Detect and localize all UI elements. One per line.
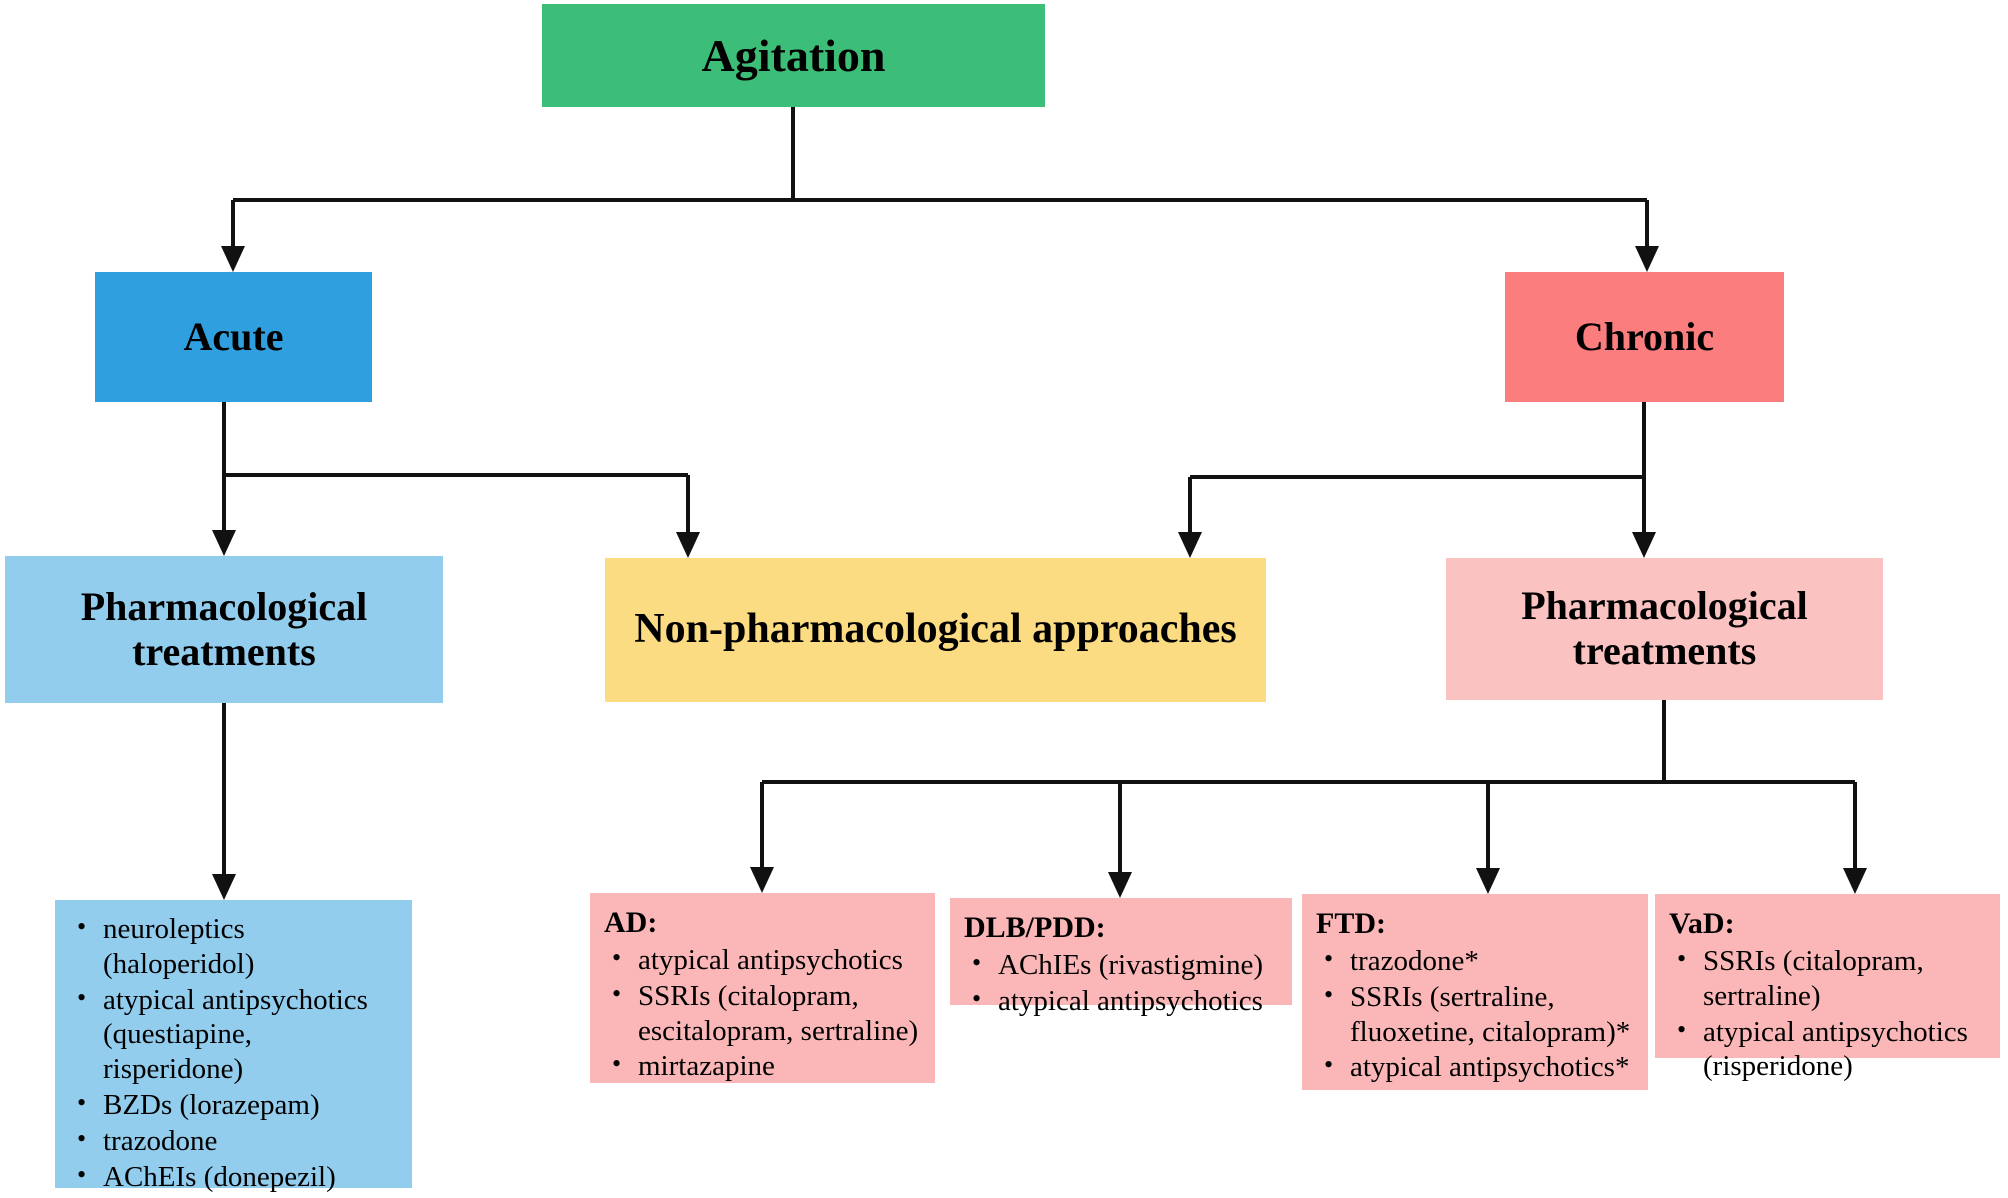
list-item: trazodone* [1324, 943, 1634, 979]
list-item: trazodone [77, 1123, 398, 1159]
arrowhead-ftd [1476, 868, 1500, 894]
list-acute-treatments[interactable]: neuroleptics (haloperidol)atypical antip… [55, 900, 412, 1193]
list-item: neuroleptics (haloperidol) [77, 911, 398, 982]
arrowhead-acute-pharm [212, 530, 236, 556]
arrowhead-ad [750, 867, 774, 893]
list-item: atypical antipsychotics (risperidone) [1677, 1014, 1986, 1085]
list-item: atypical antipsychotics [972, 983, 1278, 1019]
dlb-pdd-items: AChIEs (rivastigmine)atypical antipsycho… [964, 947, 1278, 1019]
node-chronic-pharmacological-treatments[interactable]: Pharmacological treatments [1446, 558, 1883, 700]
list-item: atypical antipsychotics [612, 942, 921, 978]
node-chronic-label: Chronic [1574, 313, 1715, 359]
node-non-pharmacological-approaches[interactable]: Non-pharmacological approaches [605, 558, 1266, 702]
list-item: atypical antipsychotics (questiapine, ri… [77, 982, 398, 1087]
arrowhead-chronic [1635, 246, 1659, 272]
vad-header: VaD: [1669, 907, 1735, 940]
list-item: BZDs (lorazepam) [77, 1087, 398, 1123]
list-item: SSRIs (citalopram, escitalopram, sertral… [612, 978, 921, 1049]
arrowhead-acute-list [212, 874, 236, 900]
acute-treatments-items: neuroleptics (haloperidol)atypical antip… [69, 911, 398, 1195]
list-item: AChIEs (rivastigmine) [972, 947, 1278, 983]
list-item: mirtazapine [612, 1048, 921, 1084]
node-agitation-label: Agitation [701, 29, 886, 81]
list-item: atypical antipsychotics* [1324, 1049, 1634, 1085]
arrowhead-dlb [1108, 872, 1132, 898]
node-chronic-pharm-label: Pharmacological treatments [1521, 583, 1808, 673]
arrowhead-nonpharm-left [676, 532, 700, 558]
list-ftd-treatments[interactable]: FTD: trazodone*SSRIs (sertraline, fluoxe… [1302, 894, 1648, 1090]
arrowhead-vad [1843, 868, 1867, 894]
node-acute[interactable]: Acute [95, 272, 372, 402]
node-chronic[interactable]: Chronic [1505, 272, 1784, 402]
node-agitation[interactable]: Agitation [542, 4, 1045, 107]
node-acute-pharmacological-treatments[interactable]: Pharmacological treatments [5, 556, 443, 703]
list-ad-treatments[interactable]: AD: atypical antipsychoticsSSRIs (citalo… [590, 893, 935, 1083]
ftd-items: trazodone*SSRIs (sertraline, fluoxetine,… [1316, 943, 1634, 1085]
list-dlb-pdd-treatments[interactable]: DLB/PDD: AChIEs (rivastigmine)atypical a… [950, 898, 1292, 1017]
node-nonpharm-label: Non-pharmacological approaches [634, 606, 1237, 653]
arrowhead-nonpharm-right [1178, 532, 1202, 558]
list-item: SSRIs (sertraline, fluoxetine, citalopra… [1324, 979, 1634, 1050]
list-vad-treatments[interactable]: VaD: SSRIs (citalopram, sertraline)atypi… [1655, 894, 2000, 1082]
vad-items: SSRIs (citalopram, sertraline)atypical a… [1669, 943, 1986, 1085]
arrowhead-acute [221, 246, 245, 272]
ftd-header: FTD: [1316, 907, 1386, 940]
arrowhead-chronic-pharm [1632, 532, 1656, 558]
ad-items: atypical antipsychoticsSSRIs (citalopram… [604, 942, 921, 1084]
node-acute-pharm-label: Pharmacological treatments [80, 583, 368, 674]
list-item: SSRIs (citalopram, sertraline) [1677, 943, 1986, 1014]
node-acute-label: Acute [183, 313, 284, 359]
dlb-pdd-header: DLB/PDD: [964, 911, 1106, 944]
ad-header: AD: [604, 906, 658, 939]
list-item: AChEIs (donepezil) [77, 1159, 398, 1195]
